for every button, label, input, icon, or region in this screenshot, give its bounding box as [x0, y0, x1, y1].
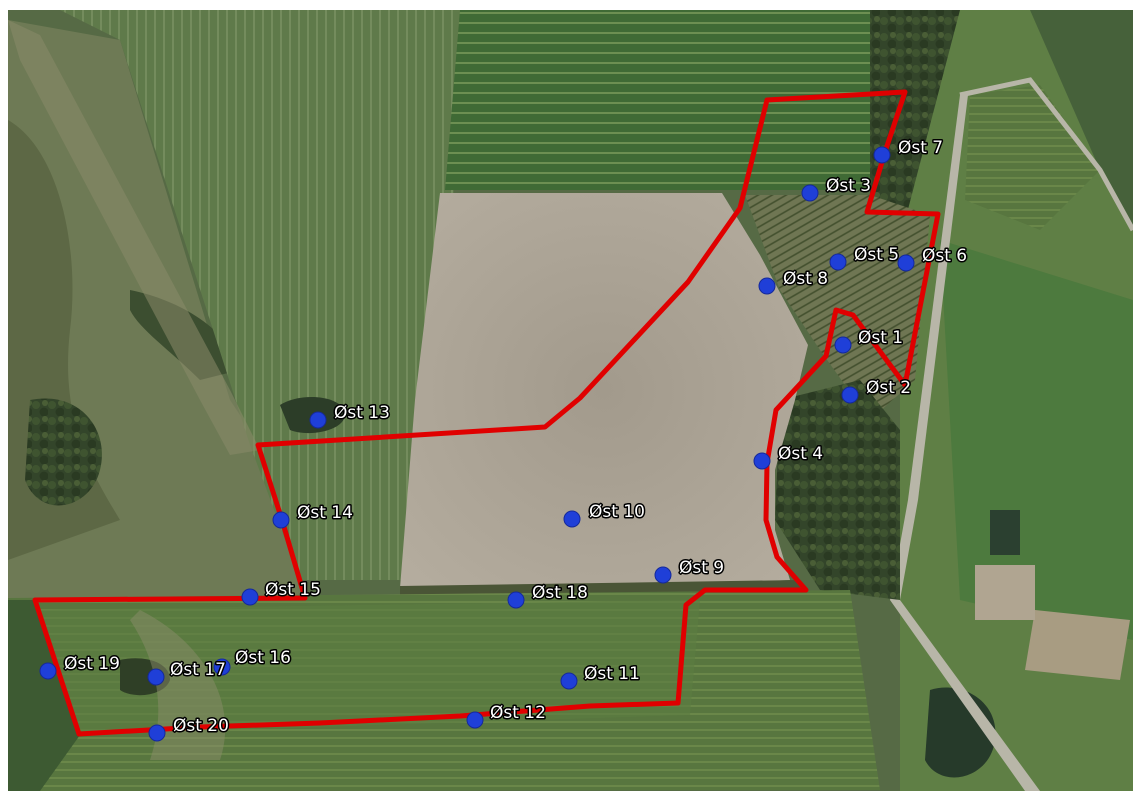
- point-marker-icon[interactable]: [147, 668, 165, 686]
- point-label: Øst 20: [173, 716, 229, 736]
- point-label: Øst 5: [854, 245, 899, 265]
- point-label: Øst 15: [265, 580, 321, 600]
- map-point-ost-5[interactable]: Øst 5: [829, 244, 901, 271]
- point-marker-icon[interactable]: [801, 184, 819, 202]
- map-canvas[interactable]: Øst 1 Øst 2 Øst 3 Øst 4 Øst 5 Øst 6 Øst 7 Øst 8…: [8, 10, 1133, 791]
- point-label: Øst 17: [170, 660, 226, 680]
- point-label: Øst 2: [866, 378, 911, 398]
- point-marker-icon[interactable]: [39, 662, 57, 680]
- map-point-ost-10[interactable]: Øst 10: [563, 501, 646, 528]
- terrain-layer: [8, 10, 1133, 791]
- map-point-ost-11[interactable]: Øst 11: [560, 663, 641, 690]
- map-point-ost-1[interactable]: Øst 1: [834, 327, 905, 354]
- point-marker-icon[interactable]: [563, 510, 581, 528]
- map-point-ost-18[interactable]: Øst 18: [507, 582, 589, 609]
- point-marker-icon[interactable]: [309, 411, 327, 429]
- point-label: Øst 4: [778, 444, 823, 464]
- point-marker-icon[interactable]: [897, 254, 915, 272]
- point-label: Øst 18: [532, 583, 588, 603]
- point-marker-icon[interactable]: [829, 253, 847, 271]
- point-label: Øst 7: [898, 138, 943, 158]
- point-marker-icon[interactable]: [873, 146, 891, 164]
- points-layer: Øst 1 Øst 2 Øst 3 Øst 4 Øst 5 Øst 6 Øst 7 Øst 8…: [39, 137, 969, 742]
- point-marker-icon[interactable]: [753, 452, 771, 470]
- point-label: Øst 3: [826, 176, 871, 196]
- point-label: Øst 10: [589, 502, 645, 522]
- map-point-ost-20[interactable]: Øst 20: [148, 715, 230, 742]
- map-point-ost-4[interactable]: Øst 4: [753, 443, 825, 470]
- map-point-ost-12[interactable]: Øst 12: [466, 702, 547, 729]
- map-point-ost-6[interactable]: Øst 6: [897, 245, 969, 272]
- point-marker-icon[interactable]: [148, 724, 166, 742]
- map-point-ost-3[interactable]: Øst 3: [801, 175, 873, 202]
- point-marker-icon[interactable]: [834, 336, 852, 354]
- point-label: Øst 11: [584, 664, 640, 684]
- point-marker-icon[interactable]: [241, 588, 259, 606]
- point-label: Øst 13: [334, 403, 390, 423]
- map-point-ost-8[interactable]: Øst 8: [758, 268, 830, 295]
- map-point-ost-14[interactable]: Øst 14: [272, 502, 354, 529]
- point-label: Øst 14: [297, 503, 353, 523]
- map-point-ost-19[interactable]: Øst 19: [39, 653, 121, 680]
- point-label: Øst 16: [235, 648, 291, 668]
- map-point-ost-16[interactable]: Øst 16: [213, 647, 292, 676]
- point-marker-icon[interactable]: [560, 672, 578, 690]
- survey-boundary: [32, 89, 941, 737]
- map-point-ost-15[interactable]: Øst 15: [241, 579, 322, 606]
- point-marker-icon[interactable]: [841, 386, 859, 404]
- point-label: Øst 8: [783, 269, 828, 289]
- point-label: Øst 6: [922, 246, 967, 266]
- point-marker-icon[interactable]: [213, 658, 231, 676]
- map-point-ost-9[interactable]: Øst 9: [654, 557, 726, 584]
- map-view[interactable]: Øst 1 Øst 2 Øst 3 Øst 4 Øst 5 Øst 6 Øst 7 Øst 8…: [8, 10, 1133, 791]
- point-marker-icon[interactable]: [466, 711, 484, 729]
- point-marker-icon[interactable]: [654, 566, 672, 584]
- point-marker-icon[interactable]: [758, 277, 776, 295]
- point-label: Øst 1: [858, 328, 903, 348]
- point-marker-icon[interactable]: [272, 511, 290, 529]
- map-point-ost-7[interactable]: Øst 7: [873, 137, 945, 164]
- point-label: Øst 9: [679, 558, 724, 578]
- map-point-ost-17[interactable]: Øst 17: [147, 659, 227, 686]
- point-marker-icon[interactable]: [507, 591, 525, 609]
- point-label: Øst 19: [64, 654, 120, 674]
- point-label: Øst 12: [490, 703, 546, 723]
- boundary-line: [32, 89, 941, 737]
- map-point-ost-2[interactable]: Øst 2: [841, 377, 913, 404]
- map-point-ost-13[interactable]: Øst 13: [309, 402, 391, 429]
